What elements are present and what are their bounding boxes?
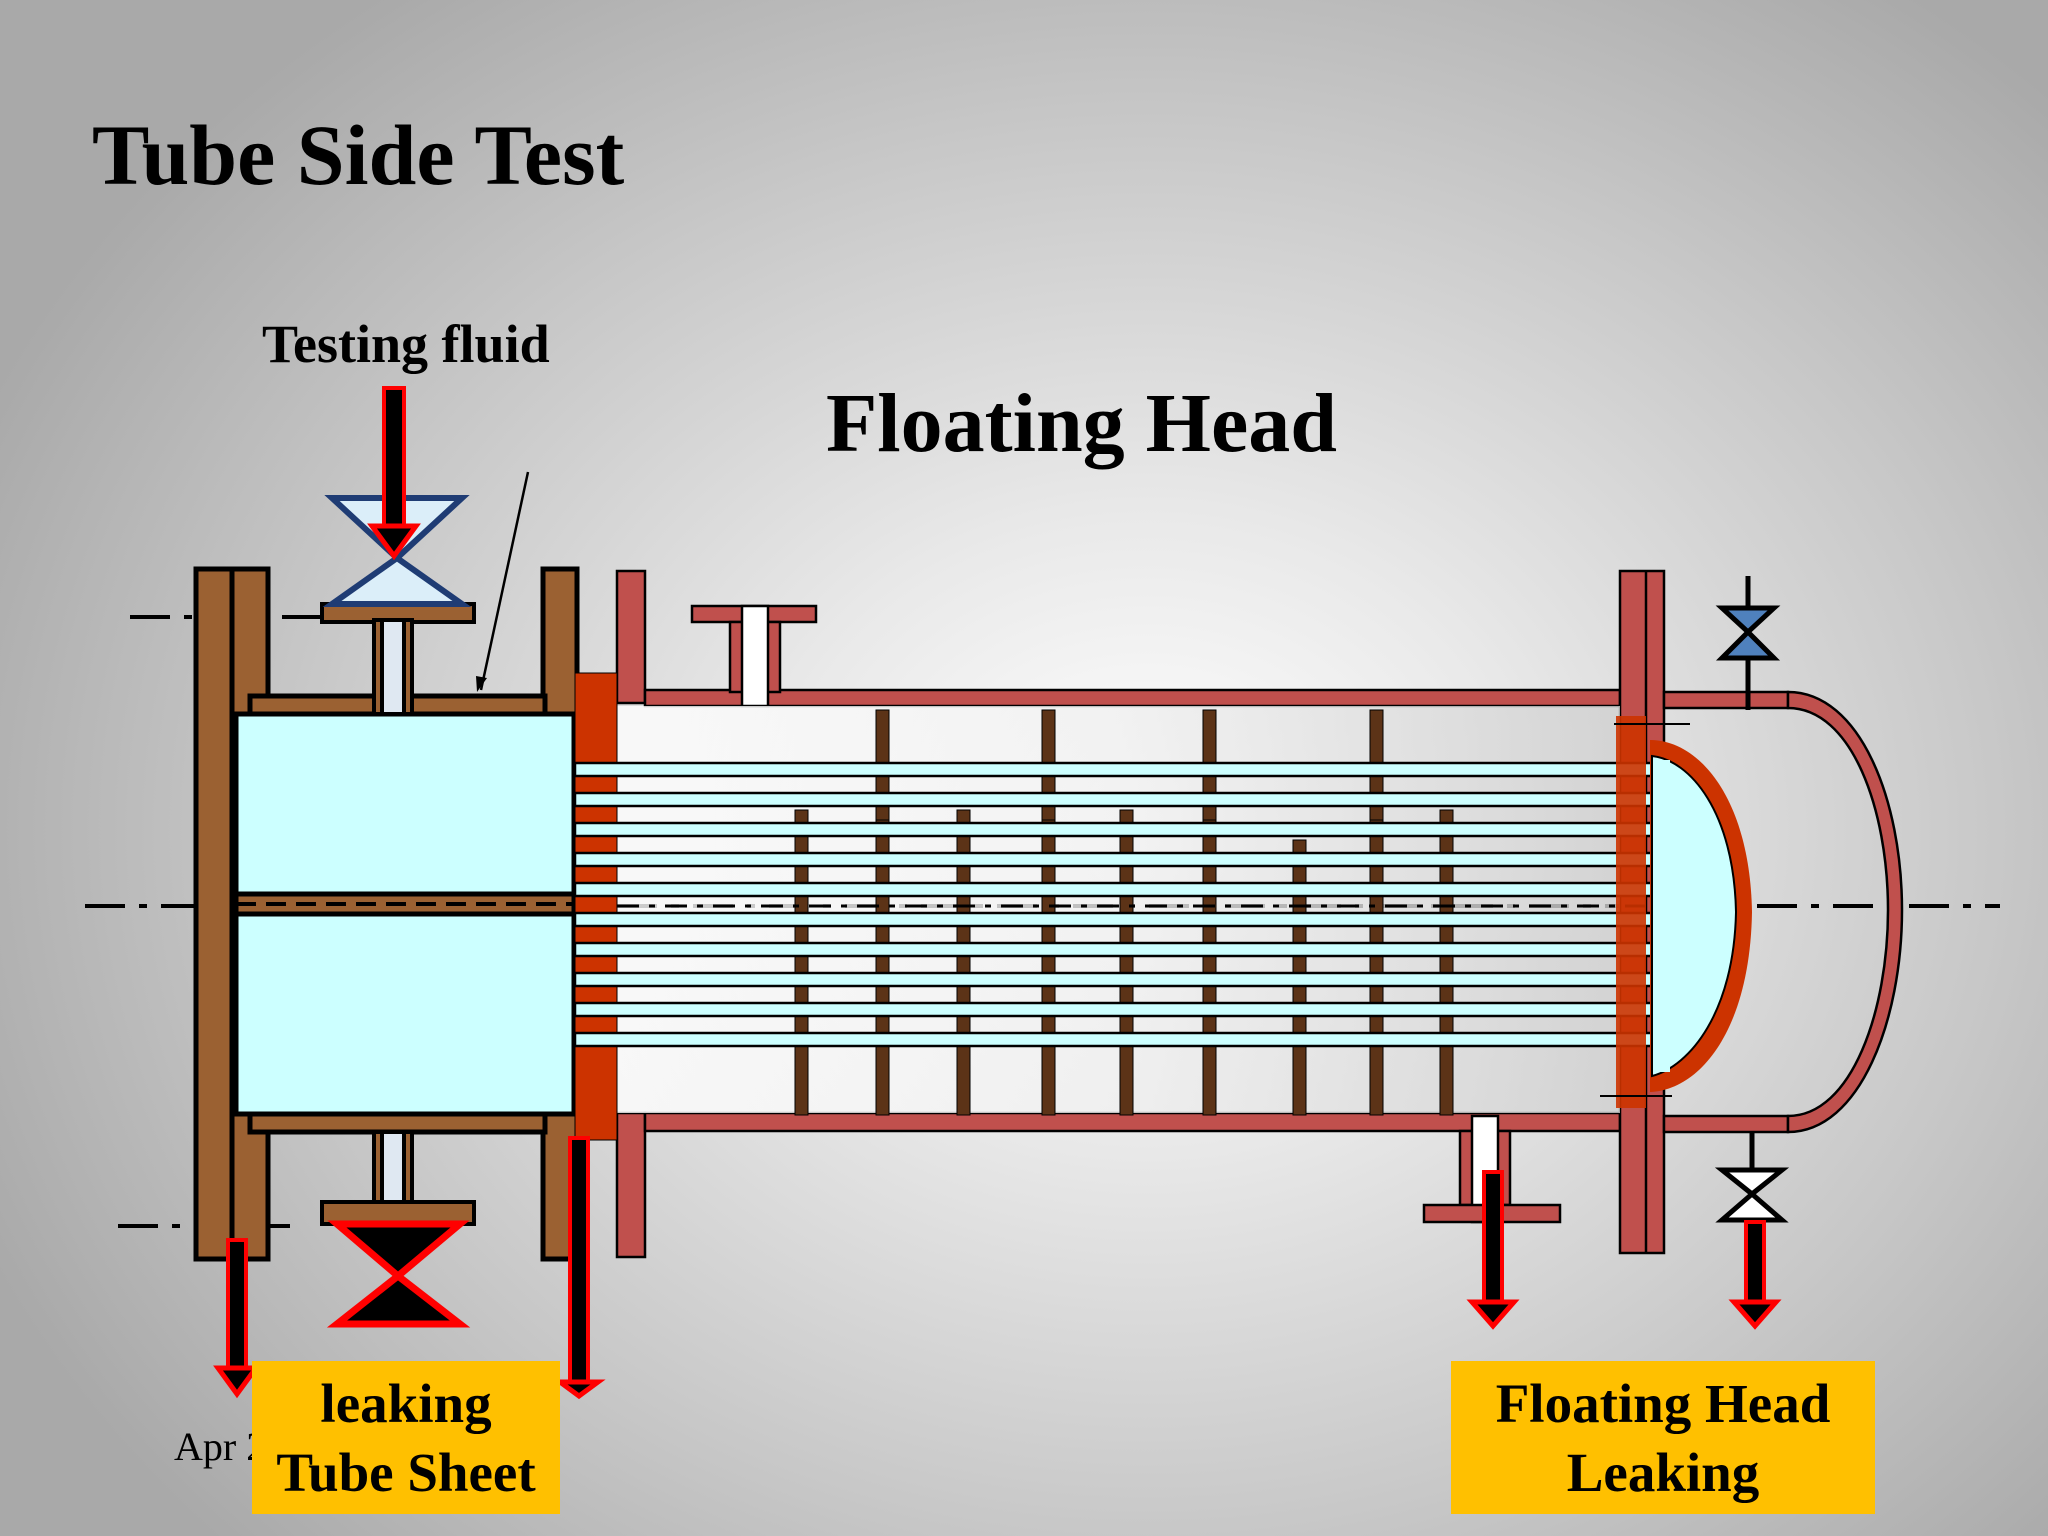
- down-arrow-icon: [213, 1238, 261, 1399]
- shell-top-nozzle: [690, 604, 818, 708]
- tube-bundle: [573, 761, 1654, 1048]
- floating-head-leaking-line1: Floating Head: [1495, 1373, 1831, 1434]
- shell: [615, 569, 1904, 1259]
- floating-head: [1600, 716, 1752, 1108]
- floating-head-leaking-label: Floating Head Leaking: [1451, 1361, 1875, 1514]
- channel-bottom-nozzle: [320, 1130, 476, 1226]
- page-title: Tube Side Test: [92, 107, 625, 203]
- leaking-tube-sheet-line1: leaking: [320, 1373, 492, 1434]
- stationary-tubesheet: [574, 672, 618, 1141]
- drain-valve-icon: [326, 1220, 471, 1328]
- down-arrow-icon: [552, 1136, 606, 1400]
- testing-fluid-label: Testing fluid: [262, 314, 550, 374]
- channel-top-nozzle: [320, 602, 476, 716]
- floating-head-leaking-line2: Leaking: [1566, 1442, 1760, 1503]
- leaking-tube-sheet-line2: Tube Sheet: [276, 1442, 536, 1503]
- down-arrow-icon: [367, 386, 421, 561]
- diagram-subtitle: Floating Head: [826, 377, 1338, 470]
- vent-valve-icon: [1715, 576, 1781, 710]
- head-drain-valve-icon: [1714, 1132, 1790, 1223]
- pointer-line: [476, 471, 530, 692]
- leaking-tube-sheet-label: leaking Tube Sheet: [252, 1361, 560, 1514]
- date-label: Apr 2: [174, 1424, 267, 1469]
- down-arrow-icon: [1728, 1220, 1782, 1330]
- down-arrow-icon: [1466, 1170, 1520, 1330]
